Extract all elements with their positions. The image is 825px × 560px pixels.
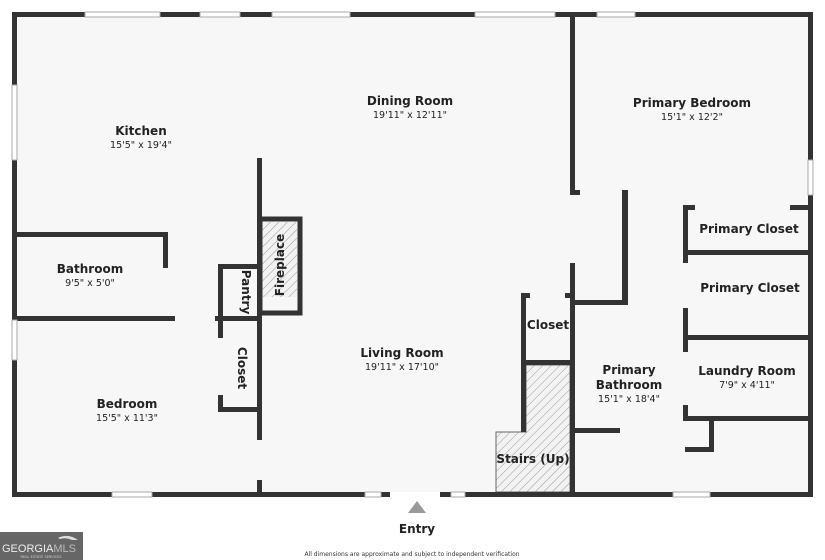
living-dim: 19'11" x 17'10" xyxy=(365,362,439,373)
dining-label: Dining Room xyxy=(367,94,453,108)
primary-bathroom-label-2: Bathroom xyxy=(596,378,662,392)
fireplace-label: Fireplace xyxy=(273,234,287,296)
entry-door[interactable] xyxy=(390,492,440,497)
bedroom-label: Bedroom xyxy=(97,397,158,411)
stairs-label: Stairs (Up) xyxy=(496,452,569,466)
kitchen-dim: 15'5" x 19'4" xyxy=(110,140,172,151)
windows xyxy=(11,11,814,498)
floor-area xyxy=(14,14,811,495)
closet-left-label: Closet xyxy=(235,347,249,389)
dining-dim: 19'11" x 12'11" xyxy=(373,110,447,121)
primary-bathroom-label-1: Primary xyxy=(602,363,655,377)
fireplace-hatch xyxy=(262,222,297,297)
room-labels: Kitchen 15'5" x 19'4" Dining Room 19'11"… xyxy=(57,94,800,466)
laundry-dim: 7'9" x 4'11" xyxy=(719,380,775,391)
svg-text:GEORGIAMLS: GEORGIAMLS xyxy=(2,543,76,555)
footer-note: All dimensions are approximate and subje… xyxy=(304,551,519,558)
svg-text:REAL ESTATE SERVICES: REAL ESTATE SERVICES xyxy=(21,555,63,559)
living-label: Living Room xyxy=(360,346,443,360)
kitchen-label: Kitchen xyxy=(115,124,167,138)
primary-closet-2-label: Primary Closet xyxy=(700,281,800,295)
laundry-label: Laundry Room xyxy=(698,364,796,378)
primary-bedroom-dim: 15'1" x 12'2" xyxy=(661,112,723,123)
entry-arrow-icon xyxy=(408,501,426,513)
georgia-mls-logo: GEORGIAMLS REAL ESTATE SERVICES xyxy=(0,532,83,560)
primary-bathroom-dim: 15'1" x 18'4" xyxy=(598,394,660,405)
closet-mid-label: Closet xyxy=(527,318,569,332)
walls xyxy=(12,12,813,497)
entry-label: Entry xyxy=(399,522,435,536)
pantry-label: Pantry xyxy=(239,270,253,315)
bathroom-dim: 9'5" x 5'0" xyxy=(65,278,115,289)
bedroom-dim: 15'5" x 11'3" xyxy=(96,413,158,424)
bathroom-label: Bathroom xyxy=(57,262,123,276)
primary-closet-1-label: Primary Closet xyxy=(699,222,799,236)
primary-bedroom-label: Primary Bedroom xyxy=(633,96,751,110)
